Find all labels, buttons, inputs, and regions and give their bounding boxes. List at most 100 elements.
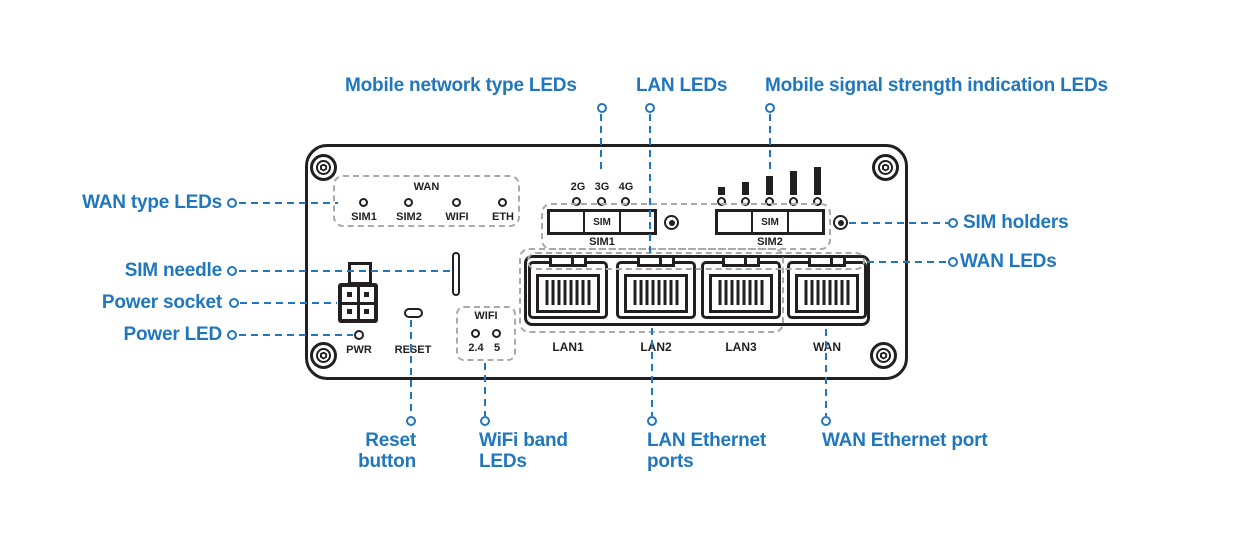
callout-line-lan-leds: [649, 114, 651, 254]
callout-dot: [647, 416, 657, 426]
callout-dot: [948, 257, 958, 267]
wan-sim1-led-label: SIM1: [351, 211, 377, 223]
wan-wifi-led: [452, 198, 461, 207]
callout-dot: [645, 103, 655, 113]
signal-bar-1: [718, 187, 725, 195]
signal-led-2: [741, 197, 750, 206]
reset-button: [404, 308, 423, 318]
wan-sim1-led: [359, 198, 368, 207]
wan-group-title: WAN: [413, 181, 440, 193]
callout-line-mobile-network-type: [600, 114, 602, 173]
rj45-latch: [637, 255, 675, 267]
screw-icon: [872, 154, 899, 181]
signal-bar-4: [790, 171, 797, 195]
callout-dot: [948, 218, 958, 228]
lan1-port-label: LAN1: [552, 340, 584, 354]
label-wan-ethernet-port: WAN Ethernet port: [822, 430, 988, 451]
2g-led-label: 2G: [570, 181, 586, 193]
callout-line-sim-holders: [849, 222, 948, 224]
callout-line-signal-leds: [769, 114, 771, 170]
wan-type-led-group-box: [333, 175, 520, 227]
wifi-5-led-label: 5: [493, 342, 501, 354]
signal-led-3: [765, 197, 774, 206]
wifi-24-led: [471, 329, 480, 338]
signal-led-4: [789, 197, 798, 206]
screw-icon: [833, 215, 848, 230]
callout-dot: [406, 416, 416, 426]
callout-line-sim-needle: [239, 270, 451, 272]
wan-sim2-led-label: SIM2: [396, 211, 422, 223]
4g-led-label: 4G: [618, 181, 634, 193]
power-socket-top: [348, 262, 372, 285]
lan3-port-label: LAN3: [725, 340, 757, 354]
lan2-port: [616, 255, 696, 319]
callout-line-lan-ports: [651, 328, 653, 416]
callout-line-wan-type-leds: [239, 202, 338, 204]
ethernet-pins: [804, 280, 850, 305]
2g-led: [572, 197, 581, 206]
signal-led-5: [813, 197, 822, 206]
sim2-holder: SIM: [715, 209, 825, 235]
label-lan-leds: LAN LEDs: [636, 75, 728, 96]
callout-dot: [227, 198, 237, 208]
label-lan-ethernet-ports: LAN Ethernet ports: [647, 430, 766, 472]
callout-line-power-socket: [240, 302, 337, 304]
3g-led: [597, 197, 606, 206]
wifi-5-led: [492, 329, 501, 338]
3g-led-label: 3G: [594, 181, 610, 193]
sim2-label: SIM2: [757, 236, 783, 248]
sim-needle: [452, 252, 460, 296]
wifi-led-group-box: [456, 306, 516, 361]
callout-dot: [229, 298, 239, 308]
screw-icon: [310, 342, 337, 369]
label-sim-needle: SIM needle: [124, 260, 222, 281]
power-led: [354, 330, 364, 340]
wan-eth-led-label: ETH: [492, 211, 514, 223]
label-mobile-signal-strength-leds: Mobile signal strength indication LEDs: [765, 75, 1108, 96]
signal-bar-2: [742, 182, 749, 195]
label-sim-holders: SIM holders: [963, 212, 1069, 233]
signal-bar-3: [766, 176, 773, 195]
label-wifi-band-leds: WiFi band LEDs: [479, 430, 568, 472]
power-led-label: PWR: [346, 344, 372, 356]
wan-port-label: WAN: [813, 340, 841, 354]
callout-dot: [821, 416, 831, 426]
callout-dot: [480, 416, 490, 426]
screw-icon: [870, 342, 897, 369]
wan-wifi-led-label: WIFI: [445, 211, 469, 223]
screw-icon: [664, 215, 679, 230]
callout-dot: [597, 103, 607, 113]
wan-port: [787, 255, 867, 319]
callout-dot: [227, 266, 237, 276]
callout-line-wifi-band-leds: [484, 363, 486, 416]
sim1-label: SIM1: [589, 236, 615, 248]
lan2-port-label: LAN2: [640, 340, 672, 354]
sim2-holder-text: SIM: [751, 212, 789, 232]
label-reset-button: Reset button: [358, 430, 416, 472]
callout-line-wan-leds: [867, 261, 948, 263]
lan-ports-group-box: [519, 248, 784, 333]
signal-led-1: [717, 197, 726, 206]
sim1-holder: SIM: [547, 209, 657, 235]
ethernet-pins: [718, 280, 764, 305]
label-power-led: Power LED: [123, 324, 223, 345]
power-socket: [338, 283, 378, 323]
screw-icon: [310, 154, 337, 181]
wan-leds-strip-box: [527, 252, 865, 270]
callout-line-reset-button: [410, 320, 412, 416]
reset-label: RESET: [394, 344, 432, 356]
signal-bar-5: [814, 167, 821, 195]
sim1-holder-text: SIM: [583, 212, 621, 232]
rj45-latch: [722, 255, 760, 267]
wifi-group-title: WIFI: [474, 310, 498, 322]
lan1-port: [528, 255, 608, 319]
callout-line-power-led: [239, 334, 353, 336]
label-power-socket: Power socket: [101, 292, 222, 313]
label-mobile-network-type-leds: Mobile network type LEDs: [345, 75, 577, 96]
ethernet-pins: [545, 280, 591, 305]
callout-dot: [227, 330, 237, 340]
ethernet-pins: [633, 280, 679, 305]
lan3-port: [701, 255, 781, 319]
wan-sim2-led: [404, 198, 413, 207]
